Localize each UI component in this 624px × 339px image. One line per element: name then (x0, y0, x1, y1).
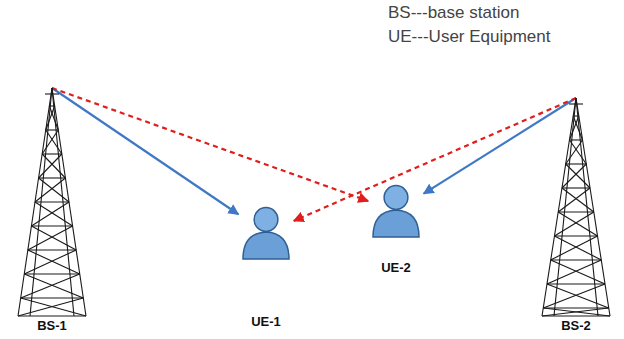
definition-text: BS---base station (388, 3, 519, 23)
interference-link (294, 98, 576, 221)
person-figure (370, 184, 422, 238)
definition-text: UE---User Equipment (388, 27, 551, 47)
signal-link (424, 98, 576, 194)
tower-lattice (541, 98, 611, 316)
node-label: BS-2 (561, 318, 591, 333)
signal-link (52, 88, 238, 214)
tower-lattice (17, 88, 87, 316)
user-equipment-icon: UE-1 (240, 206, 292, 260)
user-equipment-icon: UE-2 (370, 184, 422, 238)
interference-link (52, 88, 368, 201)
base-station-tower: BS-2 (541, 98, 611, 316)
person-figure (240, 206, 292, 260)
node-label: UE-1 (251, 314, 281, 329)
node-label: BS-1 (37, 318, 67, 333)
base-station-tower: BS-1 (17, 88, 87, 316)
node-label: UE-2 (381, 260, 411, 275)
